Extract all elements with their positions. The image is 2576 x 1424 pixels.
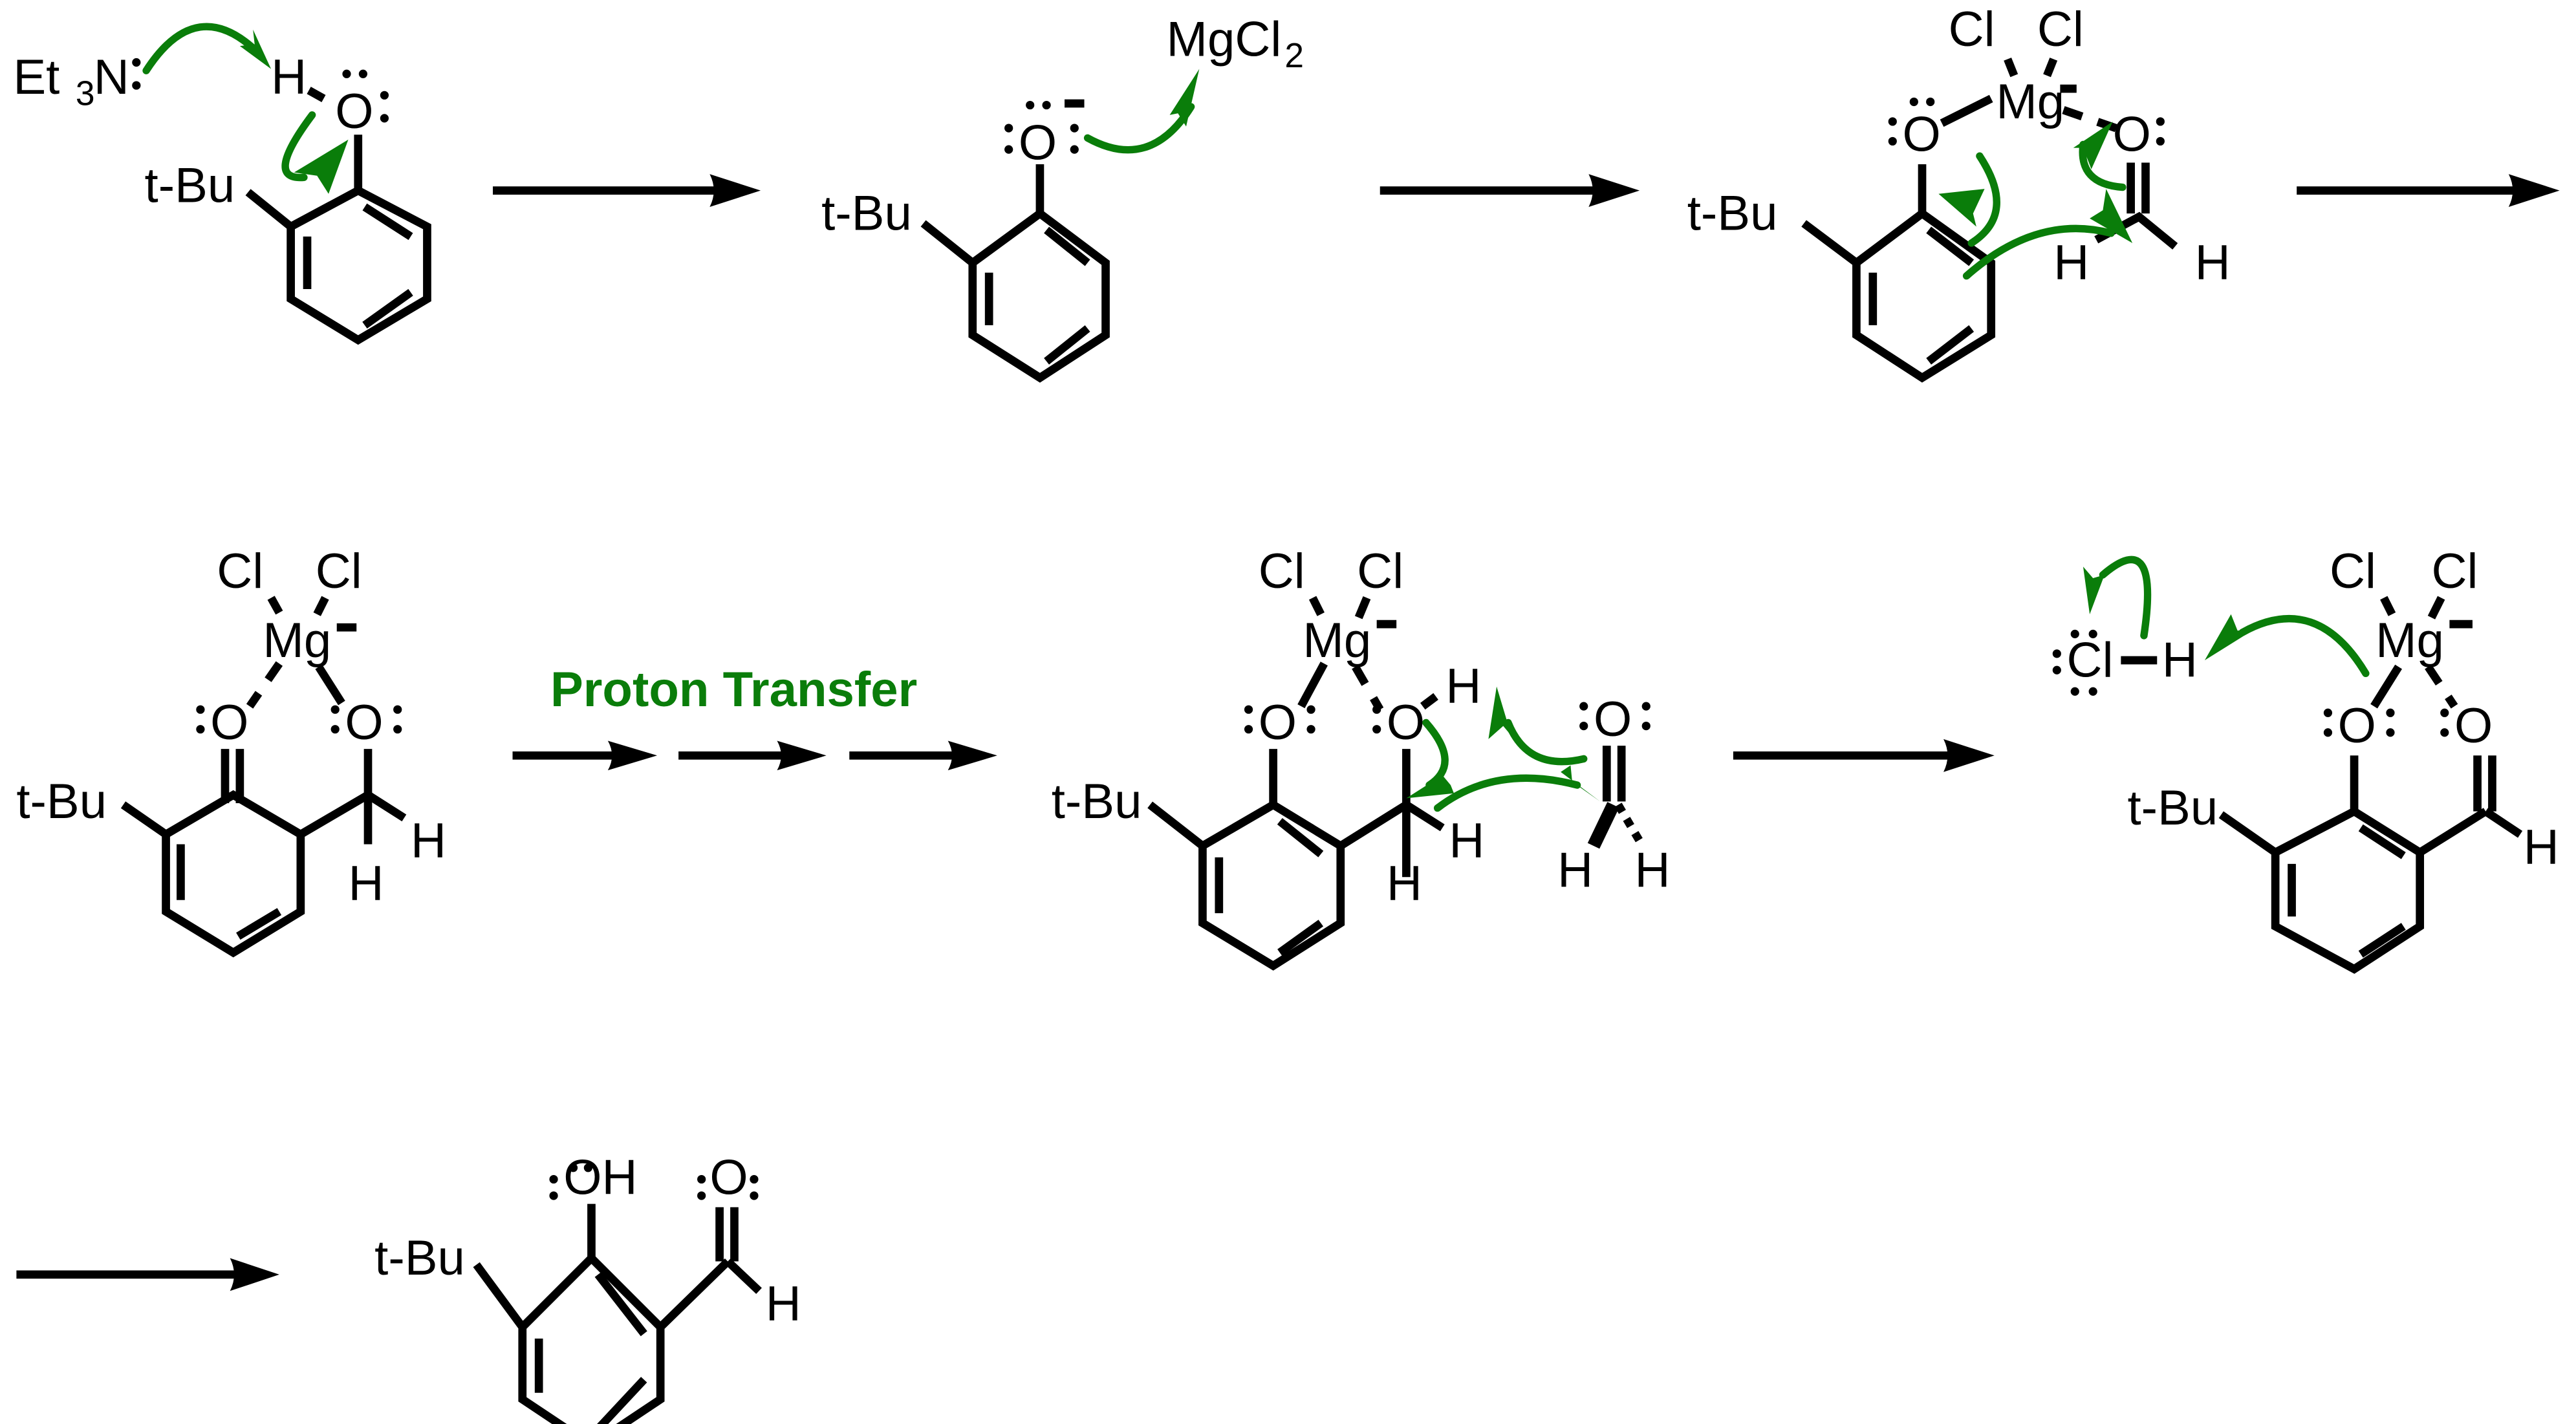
arrow-head xyxy=(2090,189,2133,243)
lone-pair-dot xyxy=(132,58,141,67)
hcl-h-label: H xyxy=(2162,632,2198,687)
arrow-head xyxy=(2073,121,2113,169)
mgcl2-subscript: 2 xyxy=(1284,37,1304,75)
cl-label: Cl xyxy=(2330,544,2376,599)
electron-push-arrow xyxy=(2238,615,2370,678)
h-label: H xyxy=(411,814,446,868)
o-label: O xyxy=(1259,695,1297,750)
electron-push-arrow xyxy=(1083,103,1195,154)
electron-push-arrow xyxy=(142,23,264,74)
lone-pair-dot xyxy=(132,81,141,90)
h-label: H xyxy=(2195,235,2231,290)
base-n-label: N xyxy=(94,50,129,105)
phenol-o-label: O xyxy=(335,84,373,139)
molecule-phenol-with-base: Et 3 N H O t-Bu xyxy=(13,23,431,345)
arrow-head xyxy=(2204,614,2258,660)
arrow-head xyxy=(1561,765,1601,802)
cl-label: Cl xyxy=(2067,632,2114,687)
cl-label: Cl xyxy=(316,544,362,599)
reaction-arrow xyxy=(493,174,761,208)
electron-push-arrow xyxy=(2079,140,2127,191)
cl-label: Cl xyxy=(217,544,263,599)
o-label: O xyxy=(2338,698,2376,753)
tbu-label: t-Bu xyxy=(374,1231,465,1286)
mg-label: Mg xyxy=(1303,613,1371,668)
electron-push-arrow xyxy=(2099,556,2152,640)
tbu-label: t-Bu xyxy=(821,186,912,241)
h-label: H xyxy=(2053,235,2089,290)
molecule-mg-phenoxide-formaldehyde: Cl Cl Mg O O H H t-Bu xyxy=(1687,2,2231,383)
electron-push-arrow xyxy=(1962,224,2115,280)
arrow-head xyxy=(239,29,272,69)
h-label: H xyxy=(1387,856,1422,911)
oh-label: OH xyxy=(563,1150,637,1205)
electron-push-arrow xyxy=(1504,718,1588,766)
tbu-label: t-Bu xyxy=(16,774,107,829)
proton-transfer-step: Proton Transfer xyxy=(512,662,997,771)
arrow-head xyxy=(1938,189,1985,227)
mg-label: Mg xyxy=(2376,613,2444,668)
reaction-arrow xyxy=(2297,174,2560,208)
molecule-product-salicylaldehyde: OH O t-Bu H xyxy=(374,1150,801,1424)
h-label: H xyxy=(1634,843,1670,898)
h-label: H xyxy=(1557,843,1593,898)
h-label: H xyxy=(1449,814,1484,868)
arrow-head xyxy=(294,139,349,194)
electron-push-arrow xyxy=(1967,152,2000,247)
reaction-arrow xyxy=(16,1258,279,1291)
base-subscript: 3 xyxy=(76,75,95,113)
base-et-label: Et xyxy=(13,50,60,105)
mgcl2-label: MgCl xyxy=(1167,12,1282,67)
reaction-arrow xyxy=(1733,739,1995,772)
o-label: O xyxy=(709,1150,748,1205)
molecule-mg-aldehyde-complex-hcl: Cl H Cl Cl Mg O O t-Bu H xyxy=(2052,544,2559,974)
reaction-arrow xyxy=(1380,174,1640,208)
cl-label: Cl xyxy=(1357,544,1403,599)
electron-push-arrow xyxy=(1433,774,1581,812)
cl-label: Cl xyxy=(1949,2,1995,57)
cl-label: Cl xyxy=(2037,2,2084,57)
o-label: O xyxy=(210,695,248,750)
tbu-label: t-Bu xyxy=(2128,781,2218,836)
electron-push-arrow xyxy=(281,111,316,182)
molecule-benzylic-alkoxide-formaldehyde: Cl Cl Mg O O H t-Bu H H O H H xyxy=(1052,544,1671,971)
o-label: O xyxy=(345,695,383,750)
h-label: H xyxy=(766,1277,801,1332)
tbu-label: t-Bu xyxy=(1052,774,1142,829)
o-label: O xyxy=(1387,695,1425,750)
h-label: H xyxy=(2524,820,2559,875)
tbu-label: t-Bu xyxy=(145,158,235,213)
proton-transfer-label: Proton Transfer xyxy=(550,662,917,717)
arrow-head xyxy=(1406,775,1455,799)
o-label: O xyxy=(1903,107,1941,162)
h-label: H xyxy=(349,856,384,911)
cl-label: Cl xyxy=(2431,544,2478,599)
molecule-phenoxide: MgCl 2 O t-Bu xyxy=(821,12,1304,383)
o-label: O xyxy=(2454,698,2493,753)
phenoxide-o-label: O xyxy=(1019,115,1057,170)
arrow-head xyxy=(1169,69,1200,127)
mg-label: Mg xyxy=(1996,74,2064,129)
o-label: O xyxy=(2113,107,2151,162)
phenol-h-label: H xyxy=(271,50,307,105)
molecule-dienone-intermediate: Cl Cl Mg O O t-Bu H H xyxy=(16,544,446,958)
arrow-head xyxy=(1488,686,1511,739)
cl-label: Cl xyxy=(1259,544,1305,599)
h-label: H xyxy=(1445,659,1481,714)
o-label: O xyxy=(1594,692,1632,747)
tbu-label: t-Bu xyxy=(1687,186,1778,241)
mg-label: Mg xyxy=(263,613,331,668)
arrow-head xyxy=(2083,566,2105,614)
